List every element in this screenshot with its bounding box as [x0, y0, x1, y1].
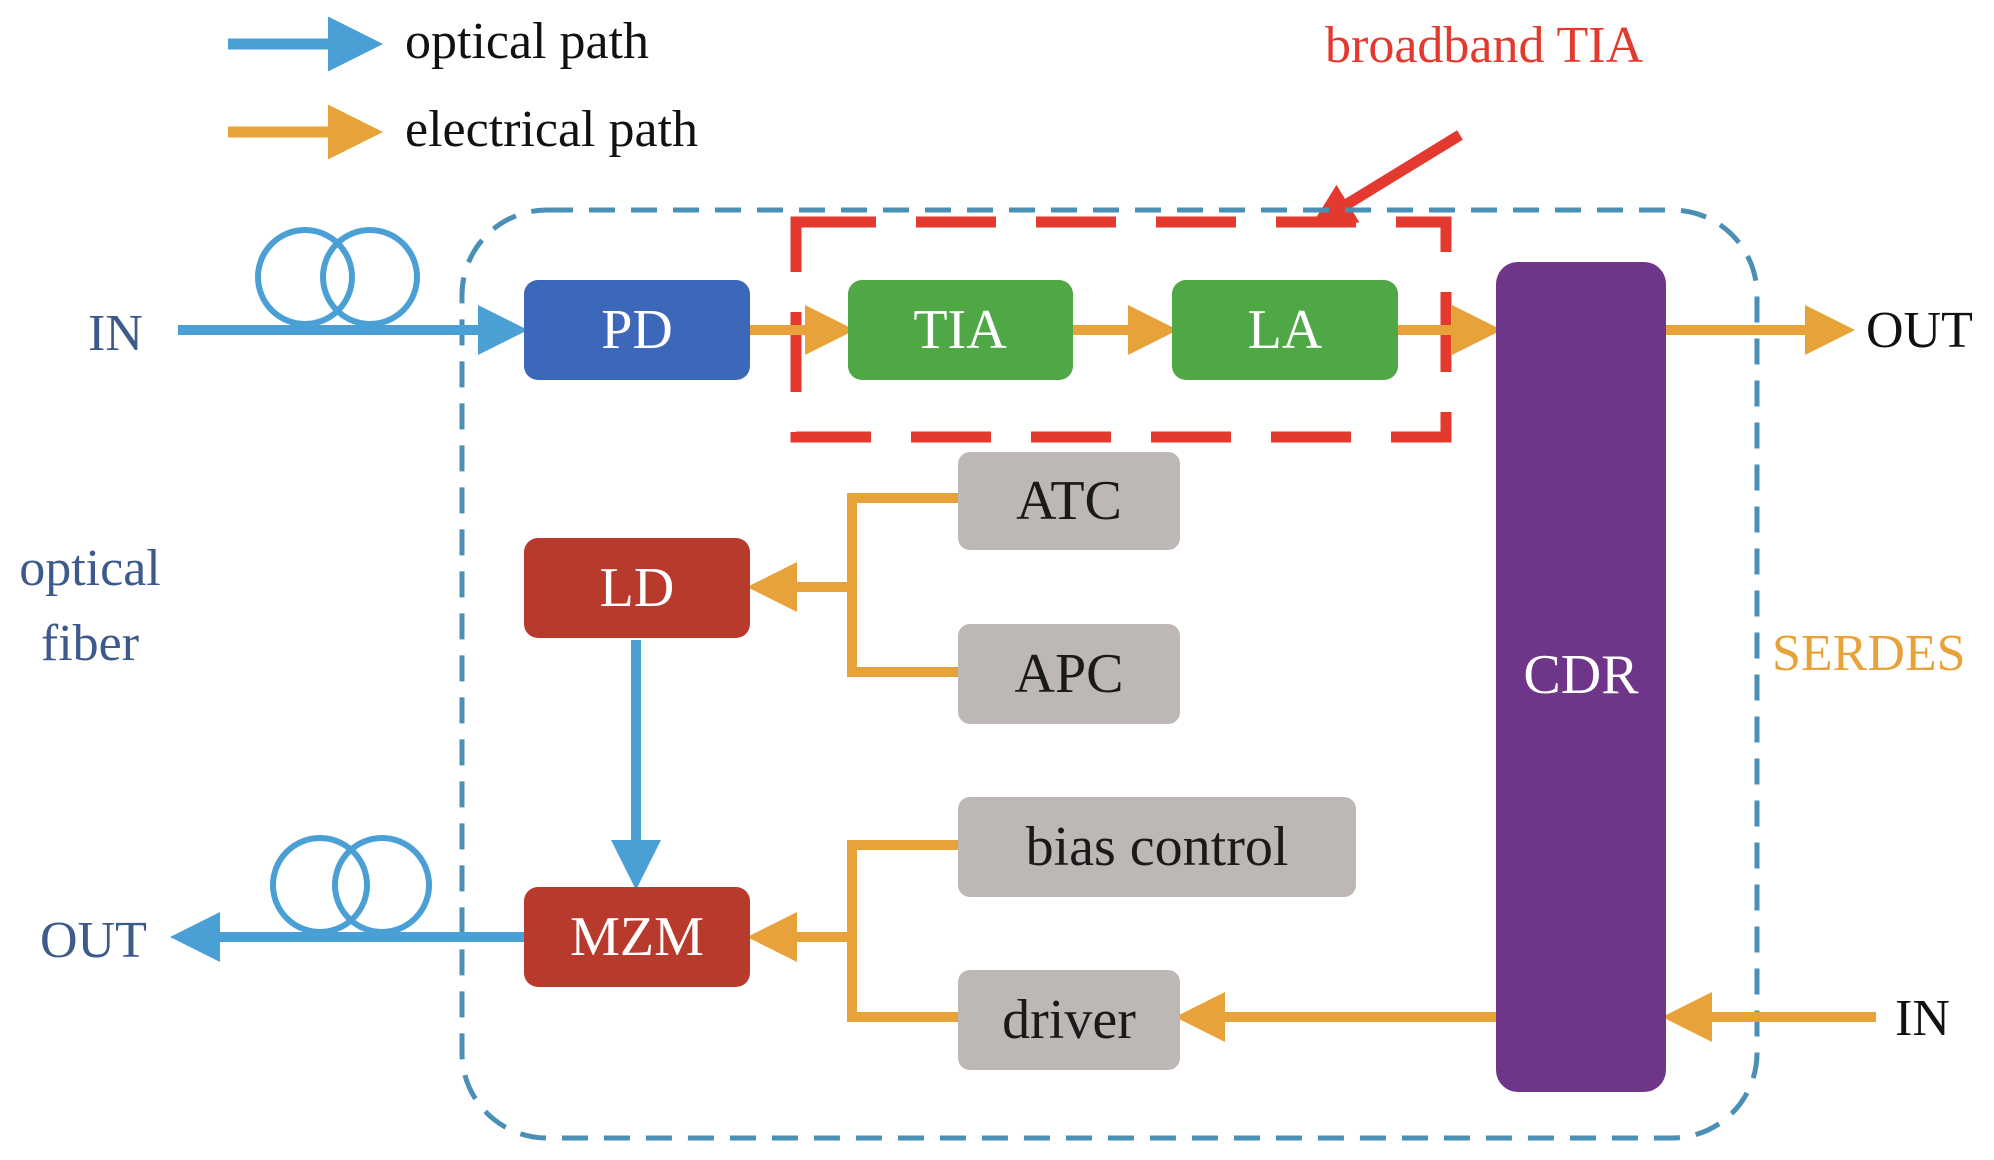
- legend-electrical-label: electrical path: [405, 101, 698, 158]
- optical-fiber-label-line2: fiber: [41, 615, 139, 672]
- electrical-out-label: OUT: [1866, 302, 1973, 359]
- output-fiber-coil-icon: [270, 835, 432, 935]
- mzm-block: MZM: [524, 887, 750, 987]
- apc-block: APC: [958, 624, 1180, 724]
- svg-text:PD: PD: [601, 299, 673, 361]
- serdes-label: SERDES: [1772, 625, 1966, 682]
- bias-control-block: bias control: [958, 797, 1356, 897]
- optical-out-label: OUT: [40, 912, 147, 969]
- input-fiber-coil-icon: [255, 227, 420, 327]
- legend: optical path electrical path: [228, 13, 698, 160]
- cdr-block: CDR: [1496, 262, 1666, 1092]
- svg-text:APC: APC: [1015, 643, 1124, 705]
- optical-in-label: IN: [88, 305, 143, 362]
- pd-block: PD: [524, 280, 750, 380]
- svg-text:ATC: ATC: [1016, 470, 1122, 532]
- electrical-in-label: IN: [1895, 990, 1950, 1047]
- atc-apc-bracket: [847, 493, 958, 677]
- svg-text:MZM: MZM: [570, 906, 704, 968]
- svg-text:LA: LA: [1248, 299, 1323, 361]
- svg-text:driver: driver: [1002, 989, 1136, 1051]
- svg-text:LD: LD: [600, 557, 675, 619]
- driver-block: driver: [958, 970, 1180, 1070]
- ld-block: LD: [524, 538, 750, 638]
- broadband-tia-label: broadband TIA: [1325, 17, 1644, 74]
- bias-driver-bracket: [847, 840, 958, 1022]
- tia-block: TIA: [848, 280, 1073, 380]
- optical-fiber-label-line1: optical: [19, 540, 161, 597]
- legend-optical-label: optical path: [405, 13, 649, 70]
- la-block: LA: [1172, 280, 1398, 380]
- svg-text:CDR: CDR: [1523, 644, 1639, 706]
- svg-text:bias control: bias control: [1026, 816, 1289, 878]
- module-boundary: [459, 207, 1760, 1141]
- broadband-tia-pointer-arrow: [1310, 130, 1463, 227]
- atc-block: ATC: [958, 452, 1180, 550]
- electrical-paths: [747, 305, 1876, 1042]
- svg-text:TIA: TIA: [913, 299, 1007, 361]
